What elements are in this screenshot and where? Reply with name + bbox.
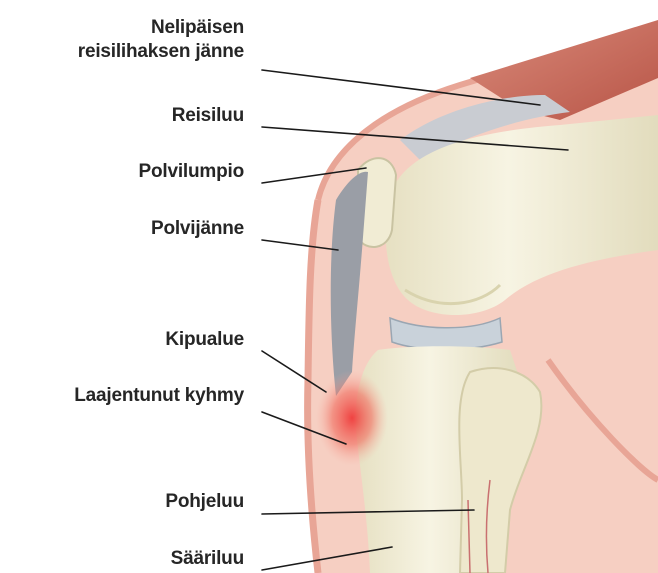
label-patella: Polvilumpio [0,160,244,184]
label-fibula: Pohjeluu [0,490,244,514]
pain-area-highlight [316,370,388,466]
label-quad-tendon-line1: Nelipäisen [0,16,244,40]
label-enlarged-bump: Laajentunut kyhmy [0,384,244,408]
label-quad-tendon: Nelipäisen reisilihaksen jänne [0,16,244,64]
label-patellar-tendon: Polvijänne [0,217,244,241]
label-femur: Reisiluu [0,104,244,128]
label-tibia: Sääriluu [0,547,244,571]
label-pain-area: Kipualue [0,328,244,352]
label-quad-tendon-line2: reisilihaksen jänne [0,40,244,64]
